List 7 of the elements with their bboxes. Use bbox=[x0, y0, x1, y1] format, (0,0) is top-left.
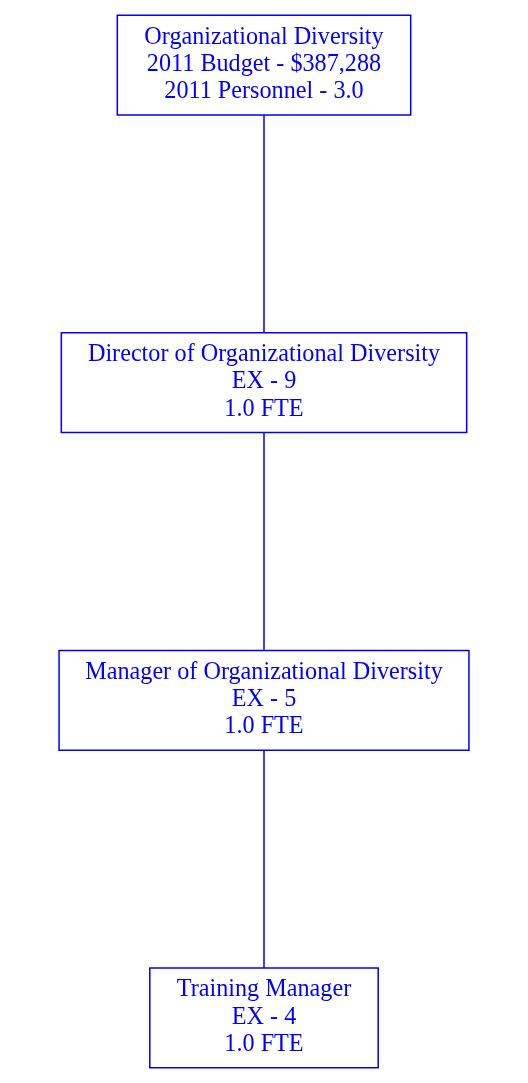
node-box: Director of Organizational Diversity EX - 9 1.0 FTE bbox=[60, 332, 468, 434]
node-box: Manager of Organizational Diversity EX - 5 1.0 FTE bbox=[58, 649, 470, 751]
node-box: Organizational Diversity 2011 Budget - $387,288 2011 Personnel - 3.0 bbox=[116, 14, 412, 116]
node-box: Training Manager EX - 4 1.0 FTE bbox=[149, 967, 379, 1069]
connector bbox=[263, 114, 265, 334]
connector bbox=[263, 431, 265, 652]
connector bbox=[263, 749, 265, 969]
